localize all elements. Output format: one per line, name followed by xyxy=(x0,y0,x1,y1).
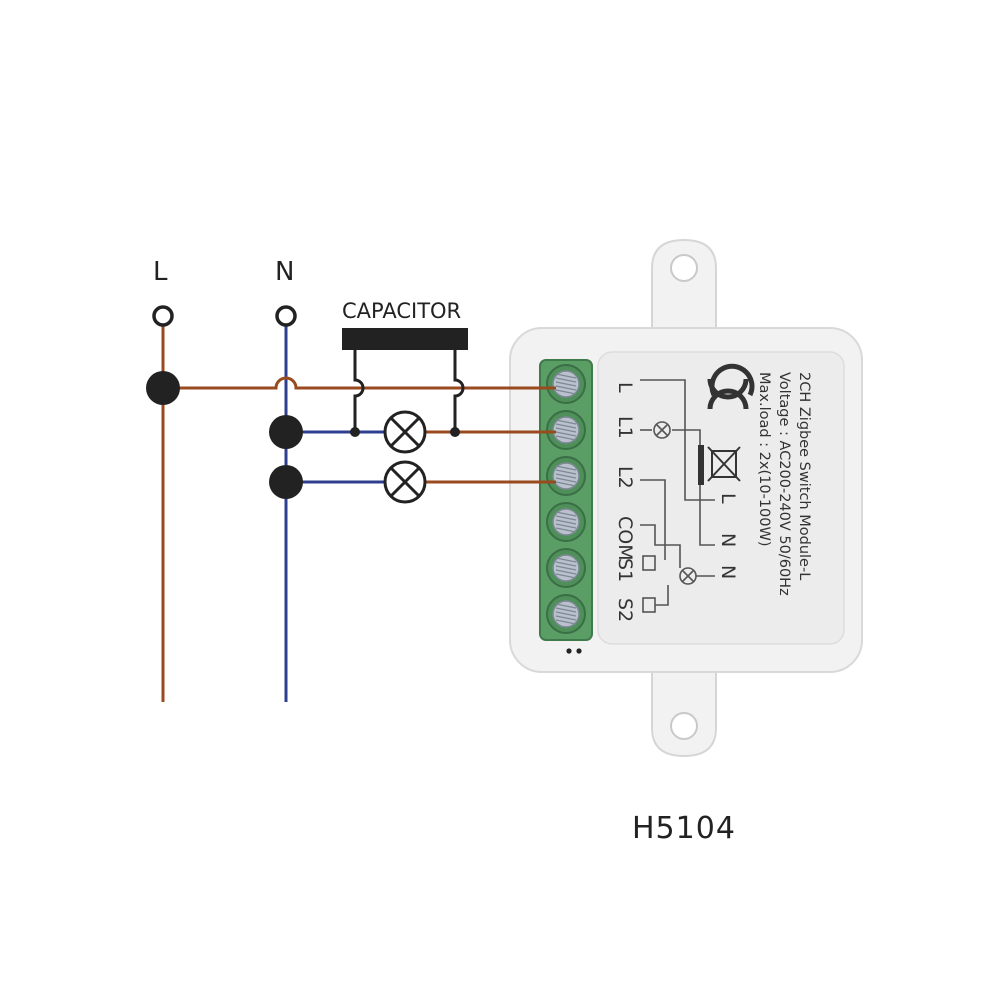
capacitor-body xyxy=(342,328,468,350)
label-panel xyxy=(597,351,845,645)
neutral-junction-1 xyxy=(269,415,303,449)
capacitor-lead-left xyxy=(353,350,365,432)
live-label: L xyxy=(153,257,168,287)
internal-schematic xyxy=(640,379,715,613)
terminal-label: L1 xyxy=(614,416,636,439)
capacitor-label: CAPACITOR xyxy=(342,299,461,323)
schematic-label: N xyxy=(717,533,739,547)
schematic-label: N xyxy=(717,565,739,579)
live-terminal-icon xyxy=(152,305,174,327)
terminal-screw-icon xyxy=(546,456,586,496)
terminal-label: L2 xyxy=(614,466,636,489)
terminal-label: COM xyxy=(614,516,636,561)
neutral-junction-2 xyxy=(269,465,303,499)
terminal-screw-icon xyxy=(546,548,586,588)
schematic-label: L xyxy=(717,493,739,504)
capacitor-lead-right xyxy=(453,350,465,432)
lamp-icon xyxy=(383,460,427,504)
mounting-hole-top xyxy=(670,254,698,282)
neutral-terminal-icon xyxy=(275,305,297,327)
lamp-icon xyxy=(383,410,427,454)
switch-module: L L1 L2 COM S1 S2 L N N xyxy=(509,238,863,758)
terminal-screw-icon xyxy=(546,502,586,542)
model-number: H5104 xyxy=(632,811,736,846)
voltage-rating: Voltage : AC200-240V 50/60Hz xyxy=(776,372,792,596)
led-dot xyxy=(566,648,572,654)
led-dot xyxy=(576,648,582,654)
terminal-screw-icon xyxy=(546,364,586,404)
max-load-rating: Max.load : 2x(10-100W) xyxy=(756,372,772,547)
terminal-screw-icon xyxy=(546,410,586,450)
weee-bin-icon xyxy=(698,445,741,485)
terminal-label: S1 xyxy=(614,558,636,582)
wiring xyxy=(146,305,556,702)
terminal-label: L xyxy=(614,382,636,393)
live-to-terminal-l xyxy=(163,376,556,390)
ce-mark-icon xyxy=(707,363,755,410)
junction-dot xyxy=(450,427,460,437)
mounting-hole-bottom xyxy=(670,712,698,740)
live-junction xyxy=(146,371,180,405)
terminal-label: S2 xyxy=(614,598,636,622)
mounting-tab-top xyxy=(651,238,717,331)
junction-dot xyxy=(350,427,360,437)
product-name: 2CH Zigbee Switch Module-L xyxy=(796,372,812,580)
neutral-label: N xyxy=(275,257,294,287)
terminal-screw-icon xyxy=(546,594,586,634)
